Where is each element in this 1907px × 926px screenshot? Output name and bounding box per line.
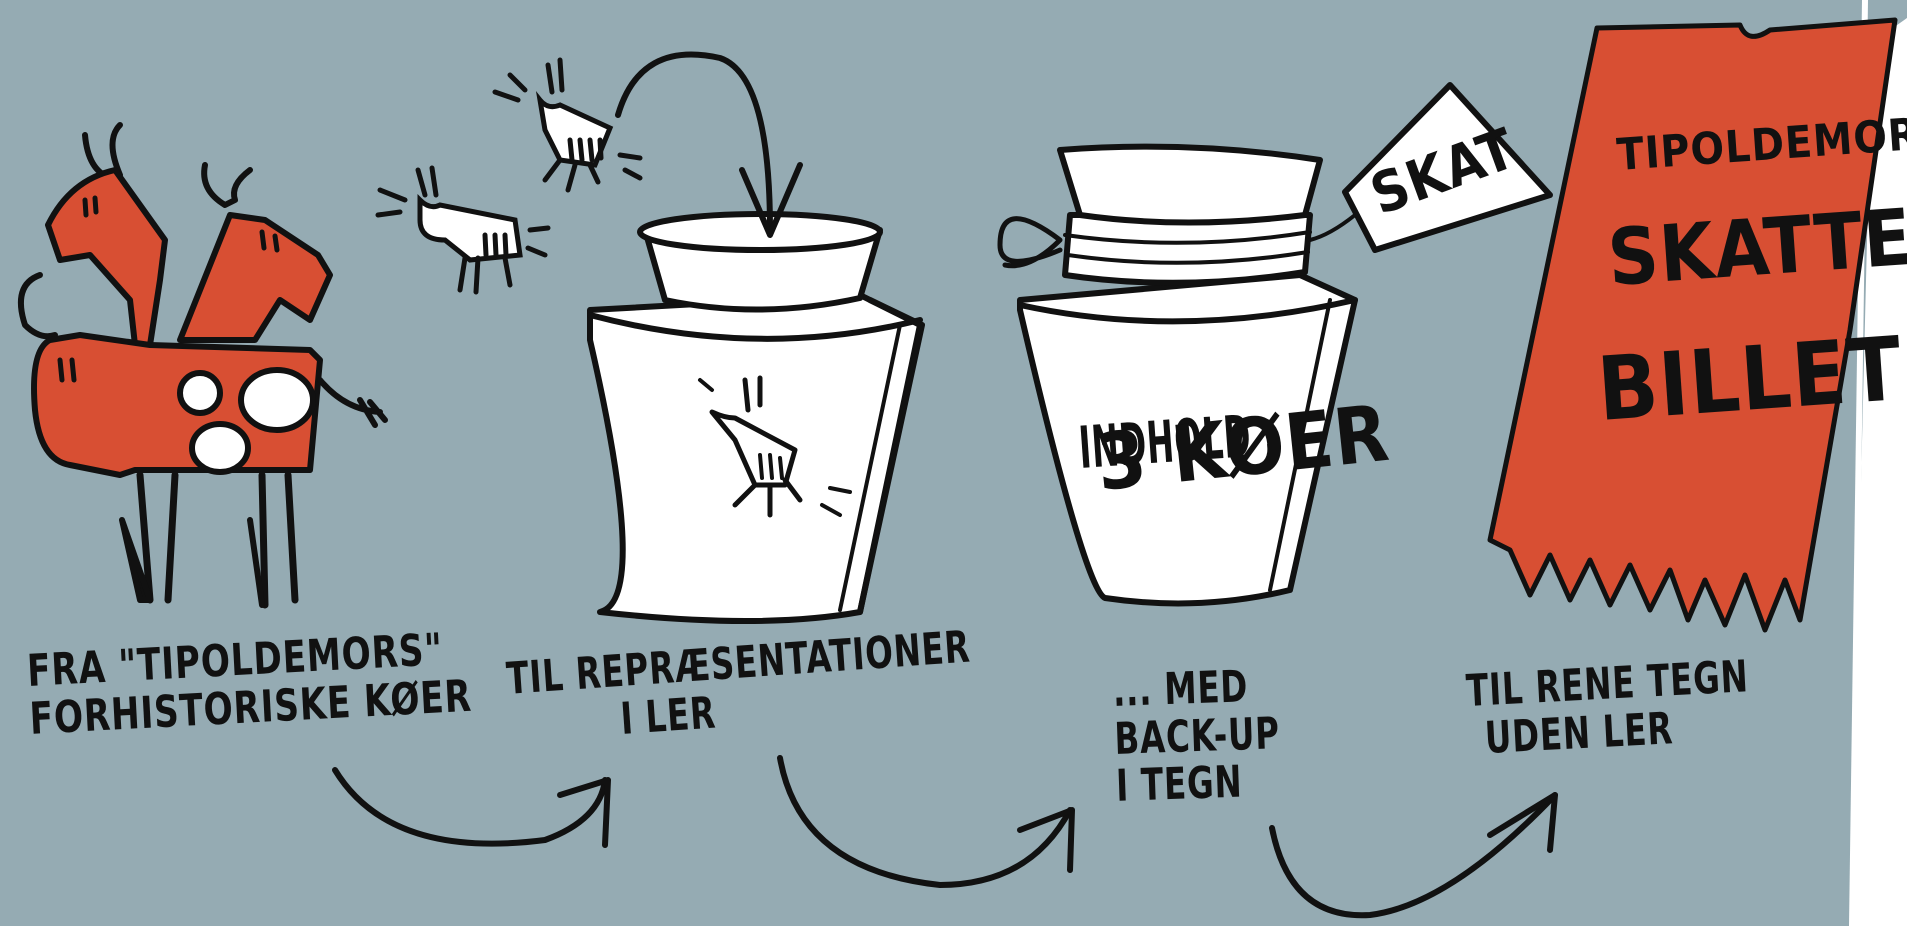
ticket-line3: BILLET (1594, 317, 1905, 441)
caption-step3-line2: BACK-UP (1114, 710, 1281, 763)
caption-step3-line1: ... MED (1112, 662, 1279, 715)
caption-step3: ... MED BACK-UP I TEGN (1112, 662, 1282, 810)
caption-step3-line3: I TEGN (1115, 757, 1282, 810)
caption-step4: TIL RENE TEGN UDEN LER (1465, 653, 1752, 763)
